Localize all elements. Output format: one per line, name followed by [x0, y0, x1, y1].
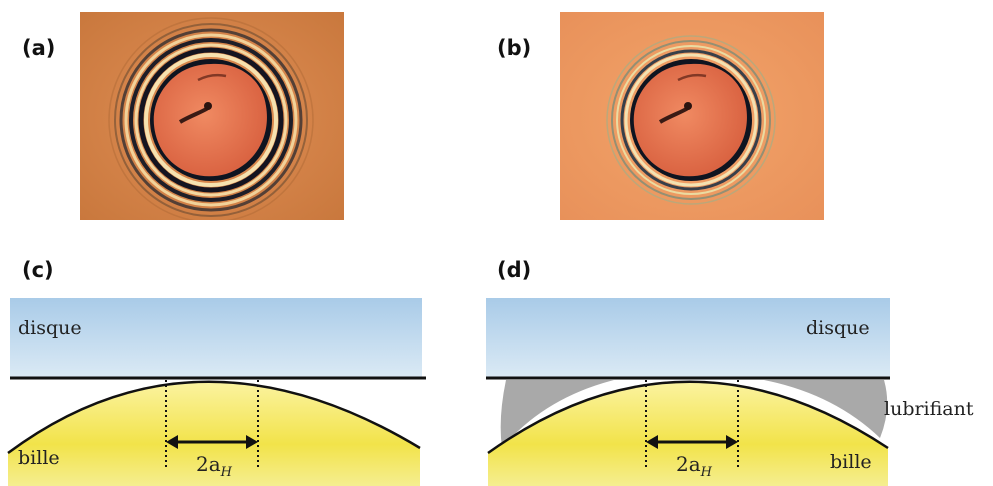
- panel-label-b: (b): [497, 36, 532, 60]
- disk-label-d: disque: [806, 317, 870, 339]
- svg-text:2aH: 2aH: [676, 452, 713, 480]
- lubricant-d: [500, 380, 614, 448]
- svg-text:2aH: 2aH: [196, 452, 233, 480]
- ball-label-d: bille: [830, 451, 872, 473]
- dimension-label-c: 2a: [196, 452, 221, 476]
- disk-label-c: disque: [18, 317, 82, 339]
- micrograph-b: [560, 12, 824, 220]
- dimension-label-d: 2a: [676, 452, 701, 476]
- diagram-d: disque bille 2aH: [486, 298, 890, 486]
- disk-c: [10, 298, 422, 378]
- diagram-c: disque bille 2aH: [7, 298, 426, 486]
- dimension-sub-c: H: [220, 465, 233, 480]
- dimension-sub-d: H: [700, 465, 713, 480]
- panel-label-d: (d): [497, 258, 532, 282]
- ball-c: [8, 381, 420, 486]
- ball-d: [488, 381, 888, 486]
- panel-label-a: (a): [22, 36, 56, 60]
- lubricant-label-d: lubrifiant: [884, 398, 974, 420]
- disk-d: [486, 298, 890, 378]
- ball-label-c: bille: [18, 447, 60, 469]
- panel-label-c: (c): [22, 258, 54, 282]
- micrograph-a: [80, 12, 344, 220]
